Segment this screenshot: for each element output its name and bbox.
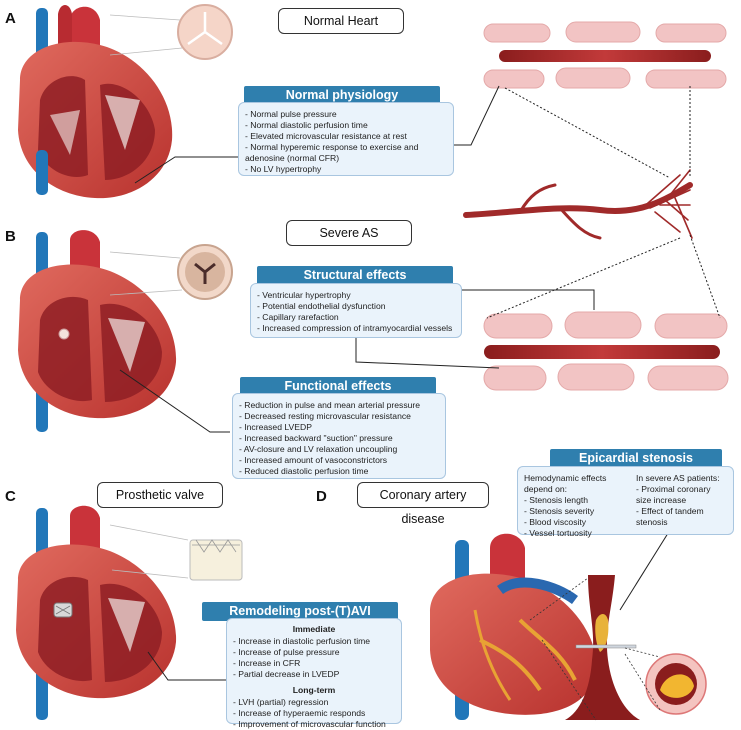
list-item: - Increased compression of intramyocardi…	[257, 323, 453, 333]
panel-b-label: B	[5, 228, 16, 245]
heart-d-illustration	[430, 533, 707, 721]
normal-physiology-box: - Normal pulse pressure - Normal diastol…	[238, 102, 454, 176]
list-item: - Increased backward "suction" pressure	[239, 433, 393, 443]
list-item: - Partial decrease in LVEDP	[233, 669, 340, 679]
list-item: - Normal diastolic perfusion time	[245, 120, 368, 130]
list-item: - No LV hypertrophy	[245, 164, 322, 174]
list-item: depend on:	[524, 484, 568, 494]
list-item: adenosine (normal CFR)	[245, 153, 340, 163]
heart-a-illustration	[18, 4, 233, 199]
list-item: - Stenosis length	[524, 495, 589, 505]
list-item: - Proximal coronary	[636, 484, 711, 494]
panel-a-label: A	[5, 10, 16, 27]
list-item: - Elevated microvascular resistance at r…	[245, 131, 407, 141]
list-item: - Improvement of microvascular function	[233, 719, 386, 729]
list-item: - Potential endothelial dysfunction	[257, 301, 386, 311]
list-item: - AV-closure and LV relaxation uncouplin…	[239, 444, 398, 454]
epicardial-stenosis-box: Hemodynamic effects depend on: - Stenosi…	[517, 466, 734, 538]
coronary-artery-disease-title: Coronary artery disease	[357, 482, 489, 526]
list-item: - Increase in diastolic perfusion time	[233, 636, 371, 646]
list-item: - Blood viscosity	[524, 517, 587, 527]
heart-c-illustration	[16, 505, 243, 720]
list-item: stenosis	[636, 517, 668, 527]
list-item: In severe AS patients:	[636, 473, 720, 483]
epicardial-stenosis-header: Epicardial stenosis	[550, 449, 722, 468]
prosthetic-valve-title: Prosthetic valve	[97, 482, 223, 508]
list-item: - Increase of hyperaemic responds	[233, 708, 366, 718]
list-item: - Normal pulse pressure	[245, 109, 337, 119]
normal-physiology-header: Normal physiology	[244, 86, 440, 105]
list-item: - Reduced diastolic perfusion time	[239, 466, 369, 476]
list-item: - Effect of tandem	[636, 506, 704, 516]
list-item: - Increase in CFR	[233, 658, 301, 668]
list-item: - Increased amount of vasoconstrictors	[239, 455, 388, 465]
normal-heart-title: Normal Heart	[278, 8, 404, 34]
remodeling-box: Immediate - Increase in diastolic perfus…	[226, 618, 402, 729]
longterm-label: Long-term	[292, 685, 336, 695]
list-item: size increase	[636, 495, 687, 505]
list-item: - Increased LVEDP	[239, 422, 312, 432]
list-item: - Stenosis severity	[524, 506, 595, 516]
panel-d-label: D	[316, 488, 327, 505]
structural-effects-box: - Ventricular hypertrophy - Potential en…	[250, 283, 462, 338]
structural-effects-header: Structural effects	[257, 266, 453, 285]
list-item: - LVH (partial) regression	[233, 697, 329, 707]
immediate-label: Immediate	[292, 624, 336, 634]
list-item: - Vessel tortuosity	[524, 528, 592, 538]
heart-b-illustration	[18, 230, 233, 432]
connector-lines	[119, 85, 721, 681]
vascular-tree-illustration	[463, 169, 693, 240]
myocardium-normal-illustration	[483, 21, 727, 89]
list-item: - Ventricular hypertrophy	[257, 290, 351, 300]
myocardium-hypertrophy-illustration	[483, 311, 729, 391]
severe-as-title: Severe AS	[286, 220, 412, 246]
list-item: - Increase of pulse pressure	[233, 647, 340, 657]
list-item: Hemodynamic effects	[524, 473, 607, 483]
functional-effects-box: - Reduction in pulse and mean arterial p…	[232, 393, 446, 479]
functional-effects-header: Functional effects	[240, 377, 436, 396]
list-item: - Reduction in pulse and mean arterial p…	[239, 400, 421, 410]
remodeling-header: Remodeling post-(T)AVI	[202, 602, 398, 621]
list-item: - Capillary rarefaction	[257, 312, 339, 322]
list-item: - Decreased resting microvascular resist…	[239, 411, 411, 421]
list-item: - Normal hyperemic response to exercise …	[245, 142, 419, 152]
panel-c-label: C	[5, 488, 16, 505]
